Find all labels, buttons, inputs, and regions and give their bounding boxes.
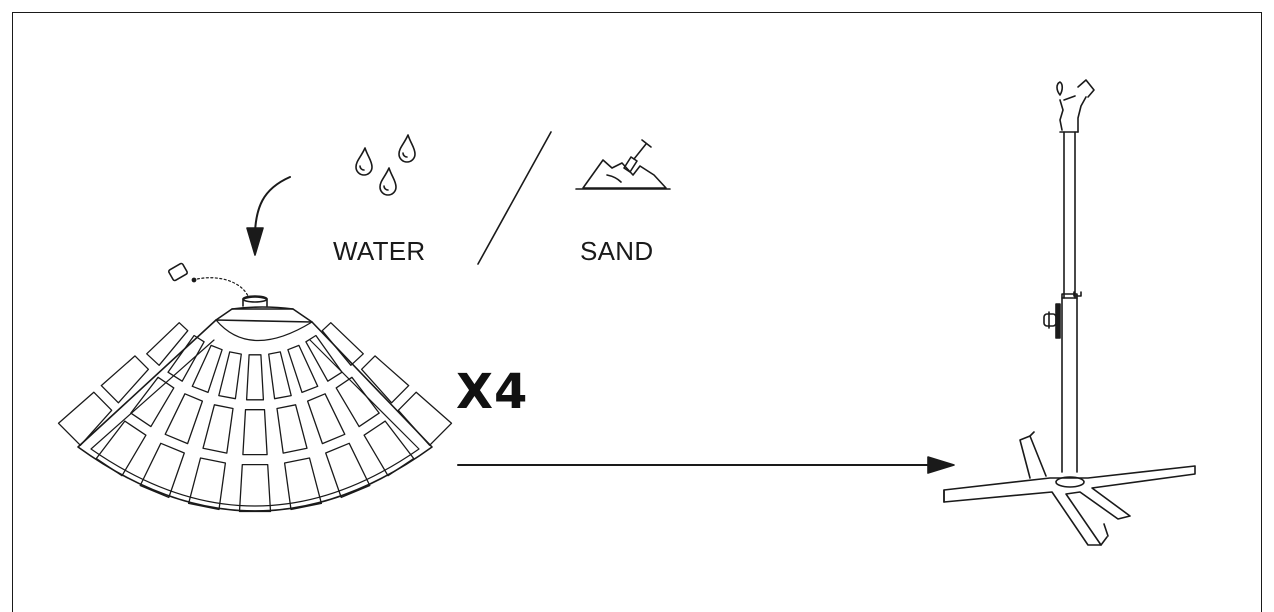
weight-cells: [57, 322, 453, 513]
weight-cell: [146, 322, 189, 366]
weight-cell: [363, 420, 415, 477]
weight-cell: [306, 393, 346, 445]
water-label: WATER: [333, 236, 426, 266]
weight-cell: [321, 322, 364, 366]
weight-cell: [276, 404, 308, 454]
weight-cell: [191, 344, 223, 394]
weight-cell: [164, 393, 204, 445]
weight-cell: [397, 391, 453, 446]
weight-cell: [245, 354, 265, 401]
weight-cell: [100, 355, 150, 404]
sand-shovel-icon: [575, 139, 671, 190]
weight-cell: [238, 463, 272, 513]
weight-cell: [139, 442, 185, 499]
weight-cell: [287, 344, 319, 394]
or-divider: [477, 131, 552, 265]
weight-cell: [360, 355, 410, 404]
weight-cell: [57, 391, 113, 446]
weight-cell: [268, 351, 292, 400]
weight-cell: [218, 351, 242, 400]
diagram-frame: [12, 12, 1262, 612]
weight-cell: [305, 334, 343, 382]
sand-label: SAND: [580, 236, 654, 266]
weight-cell: [242, 409, 268, 456]
weight-cell: [325, 442, 371, 499]
weight-cell: [335, 376, 380, 428]
weight-cell: [130, 376, 175, 428]
fill-cap-icon: [168, 262, 249, 297]
base-weight-segment: [77, 295, 433, 512]
weight-cell: [95, 420, 147, 477]
quantity-label: X4: [456, 364, 529, 420]
weight-cell: [283, 457, 323, 511]
attach-arrow: [457, 456, 955, 474]
pour-arrow: [246, 176, 291, 256]
water-drops-icon: [355, 134, 416, 196]
umbrella-stand: [943, 79, 1196, 546]
weight-cell: [202, 404, 234, 454]
weight-cell: [187, 457, 227, 511]
weight-cell: [167, 334, 205, 382]
